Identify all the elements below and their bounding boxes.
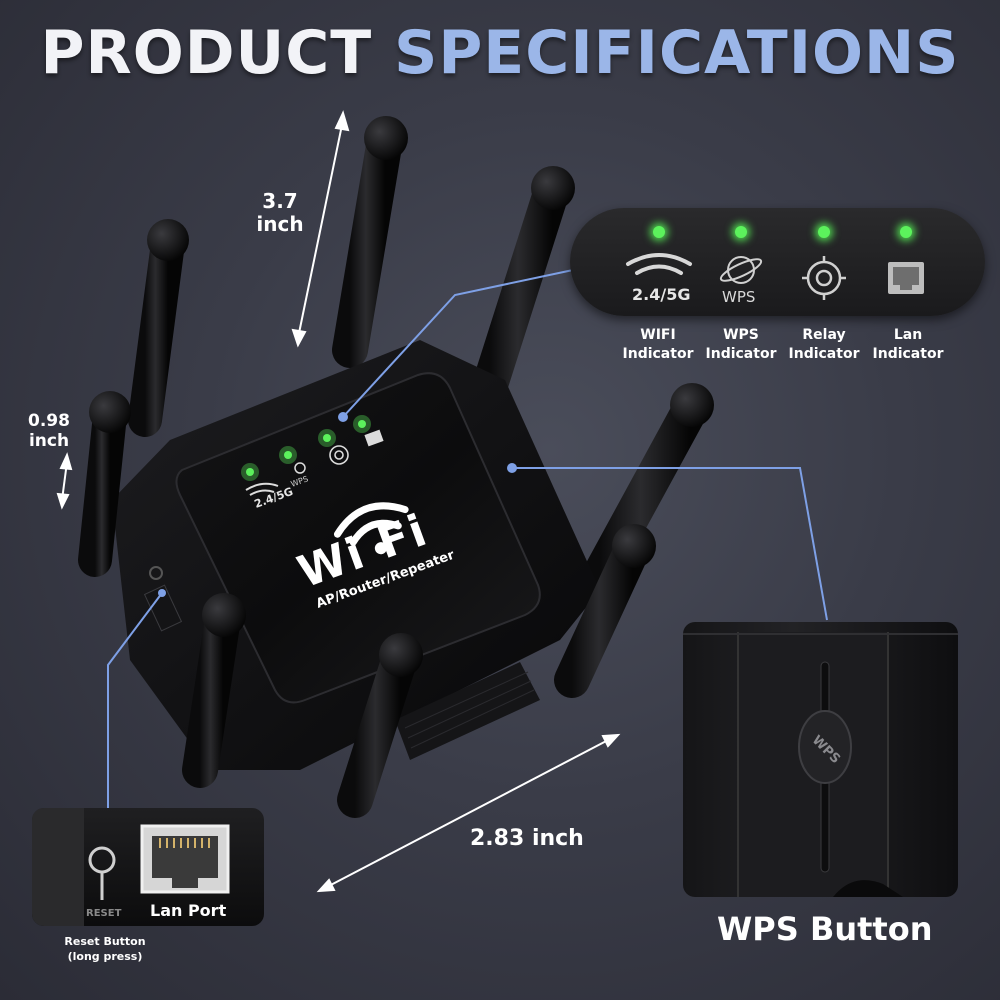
antenna [472, 166, 575, 403]
antenna [554, 524, 656, 698]
antenna [337, 633, 423, 818]
lan-led [900, 226, 912, 238]
lan-icon [364, 429, 384, 447]
antenna [182, 593, 246, 788]
relay-target-icon [802, 256, 846, 300]
antenna [332, 116, 408, 368]
thickness-dimension-arrow [56, 452, 73, 510]
lan-indicator-label: Lan Indicator [872, 327, 944, 362]
wps-led [735, 226, 747, 238]
lan-port-callout: RESET Lan Port [32, 808, 264, 926]
wps-button: WPS [798, 661, 852, 873]
height-dimension-label: 3.7 inch [256, 189, 304, 236]
ethernet-port-icon [140, 824, 230, 894]
thickness-dimension-label: 0.98 inch [28, 411, 70, 451]
wifi-signal-icon [626, 253, 692, 275]
wifi-band-text: 2.4/5G [632, 285, 690, 304]
wifi-icon [245, 482, 279, 496]
wps-button-callout: WPS [683, 622, 958, 897]
wps-text: WPS [722, 288, 755, 306]
wifi-logo-icon [333, 502, 409, 555]
width-dimension-arrow [316, 733, 621, 893]
reset-button-caption: Reset Button (long press) [64, 935, 146, 963]
antenna [128, 219, 189, 437]
height-dimension-arrow [291, 110, 350, 348]
reset-button-icon [88, 846, 116, 900]
relay-icon [329, 445, 349, 465]
antenna [78, 391, 131, 577]
wps-planet-icon [719, 256, 763, 284]
lan-port-icon [888, 262, 924, 294]
indicator-panel: 2.4/5G WPS [570, 208, 985, 316]
wps-indicator-label: WPS Indicator [705, 327, 777, 362]
wps-icon [294, 462, 306, 474]
wifi-led [653, 226, 665, 238]
relay-led [818, 226, 830, 238]
width-dimension-label: 2.83 inch [470, 826, 584, 851]
wps-button-caption: WPS Button [717, 910, 933, 948]
lan-port-label: Lan Port [150, 901, 227, 920]
reset-printed-label: RESET [86, 908, 122, 919]
leader-lines [107, 269, 828, 808]
wifi-indicator-label: WIFI Indicator [622, 327, 694, 362]
page-title: PRODUCT SPECIFICATIONS [40, 18, 960, 88]
relay-indicator-label: Relay Indicator [788, 327, 860, 362]
